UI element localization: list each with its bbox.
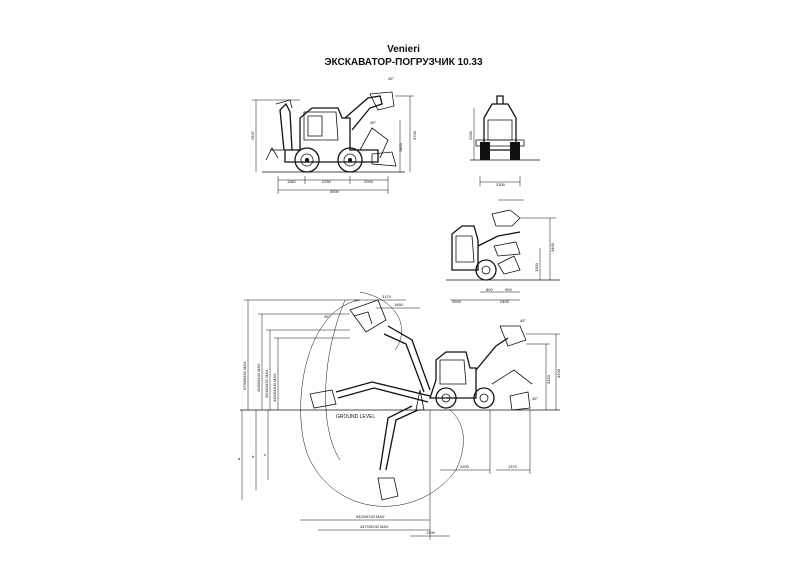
depth-a: a [238,456,241,461]
loader-dim-reach: 2400 [500,299,510,304]
front-width: 2300 [496,182,506,187]
loader-dim-bucket: 900 [505,287,512,292]
top-dim-2: 1460 [394,302,404,307]
side-height-right-1: 2800 [398,142,403,152]
loader-height-2: 1000 [534,262,539,272]
side-dim-wheelbase: 2250 [322,179,332,184]
side-dim-front: 1160 [287,179,296,184]
front-height: 2000 [468,130,473,140]
right-dim-1: 4200 [556,368,561,378]
mid-dim-1: 2200 [460,464,470,469]
angle-3: 45° [324,314,330,319]
model-title: ЭКСКАВАТОР-ПОГРУЗЧИК 10.33 [324,57,483,68]
bottom-dim-1: 5420/6140 MAX [356,514,385,519]
side-height-left: 2847 [250,130,255,140]
vert-label-4: 3450/4300 MAX [272,373,277,402]
excavator-view: GROUND LEVEL [238,291,561,540]
loader-height-1: 3400 [550,242,555,252]
side-dim-rear: 2000 [364,179,374,184]
front-view: 2000 2300 [468,95,540,187]
loader-view: 3400 1000 800 900 2600 2400 [446,199,560,304]
bottom-dim-3: 1300 [426,530,436,535]
side-angle-mid: 45° [370,120,376,125]
angle-1: 45° [520,318,526,323]
right-dim-2: 3350 [546,374,551,384]
vert-label-1: 5790/6480 MAX [242,361,247,390]
side-height-right-2: 3700 [412,130,417,140]
top-dim-1: 3174 [382,294,392,299]
loader-dim-left: 2600 [452,299,462,304]
angle-2: 45° [532,396,538,401]
depth-b: b [252,454,255,459]
vert-label-2: 4580/5440 MAX [256,363,261,392]
side-dim-total: 5900 [330,189,340,194]
loader-dim-small: 800 [486,287,493,292]
depth-c: c [264,452,266,457]
side-view: 2847 3700 2800 1160 2250 2000 5900 45° 4… [250,76,417,194]
brand-title: Venieri [387,44,420,55]
ground-level-label: GROUND LEVEL [336,414,375,420]
mid-dim-2: 1370 [508,464,518,469]
vert-label-3: 3500/4450 MAX [264,369,269,398]
side-angle-top: 45° [388,76,394,81]
bottom-dim-2: 4470/5230 MAX [360,524,389,529]
